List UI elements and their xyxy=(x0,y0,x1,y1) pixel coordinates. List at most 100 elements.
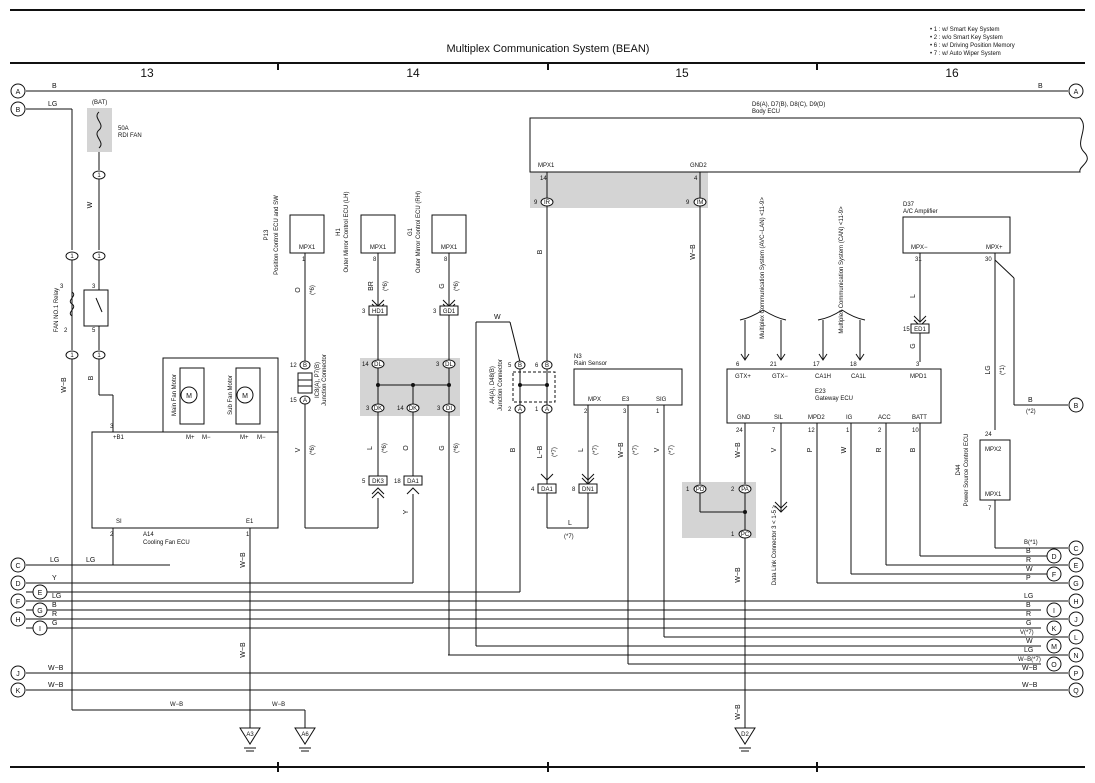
svg-text:18: 18 xyxy=(394,479,401,485)
svg-text:24: 24 xyxy=(985,432,992,438)
terminal-label: M xyxy=(1051,644,1057,651)
svg-text:W−B: W−B xyxy=(735,567,742,583)
note: • 7 : w/ Auto Wiper System xyxy=(930,51,1001,57)
wire-color-label: W−B xyxy=(1022,682,1038,689)
svg-text:17: 17 xyxy=(813,362,820,368)
wire-color-label: LG xyxy=(1024,647,1033,654)
svg-text:O: O xyxy=(403,445,410,451)
pin-label: CA1L xyxy=(851,374,867,380)
svg-text:3: 3 xyxy=(916,362,920,368)
wire-color-label: G xyxy=(52,620,57,627)
svg-text:14: 14 xyxy=(397,406,404,412)
svg-text:W−B: W−B xyxy=(618,442,625,458)
terminal-label: G xyxy=(37,608,42,615)
p13-code: P13 xyxy=(264,229,270,240)
svg-text:24: 24 xyxy=(736,428,743,434)
gateway-code: E23 xyxy=(815,389,826,395)
junction-name: Junction Connector xyxy=(498,359,504,411)
pin-label: GND2 xyxy=(690,163,707,169)
svg-text:12: 12 xyxy=(290,363,297,369)
pin-label: GTX+ xyxy=(735,374,751,380)
svg-text:4: 4 xyxy=(694,176,698,182)
mc-can-label: Multiplex Communication System (CAN) <11… xyxy=(839,206,845,334)
wire-color-label: R xyxy=(52,611,57,618)
svg-text:1: 1 xyxy=(246,532,250,538)
cooling-fan-ecu: 3 +B1 SI E1 A14 Cooling Fan ECU 2 1 W−B … xyxy=(91,424,279,728)
connector-label: DA1 xyxy=(407,479,419,485)
g1-code: G1 xyxy=(408,227,414,236)
connector-label: ED1 xyxy=(914,327,926,333)
connector-label: GD1 xyxy=(443,309,456,315)
pin-label: SIG xyxy=(656,397,667,403)
svg-text:8: 8 xyxy=(373,257,377,263)
svg-text:10: 10 xyxy=(912,428,919,434)
connector-label: DA1 xyxy=(541,487,553,493)
diagram-title: Multiplex Communication System (BEAN) xyxy=(447,43,650,55)
svg-text:B: B xyxy=(518,363,522,369)
pin-label: MPX1 xyxy=(370,245,387,251)
terminal-label: B xyxy=(1074,403,1079,410)
svg-text:15: 15 xyxy=(903,327,910,333)
svg-text:+B1: +B1 xyxy=(113,435,125,441)
pin-label: MPX1 xyxy=(299,245,316,251)
svg-text:9: 9 xyxy=(534,200,538,206)
mc-avc-label: Multiplex Communication System (AVC−LAN)… xyxy=(760,197,766,339)
svg-text:1: 1 xyxy=(70,353,74,359)
h1-name: Outer Mirror Control ECU (LH) xyxy=(344,191,350,272)
svg-text:PA: PA xyxy=(741,487,749,493)
svg-text:A: A xyxy=(518,407,522,413)
svg-text:W−B: W−B xyxy=(170,702,183,708)
svg-text:2: 2 xyxy=(584,409,588,415)
pin-label: MPD2 xyxy=(808,415,825,421)
section-number: 16 xyxy=(945,66,959,80)
svg-text:12: 12 xyxy=(808,428,815,434)
wire-labels: B B LG LG LG Y LG B R G W−B W−B W−B W−B … xyxy=(48,83,1043,689)
dlc3-label: Data Link Connector 3 < 1-5 > xyxy=(772,504,778,585)
ground-label: D2 xyxy=(741,732,749,738)
svg-text:1: 1 xyxy=(70,254,74,260)
svg-text:1: 1 xyxy=(535,407,539,413)
wire-color-label: LG xyxy=(50,557,59,564)
svg-text:M−: M− xyxy=(202,435,211,441)
svg-text:B: B xyxy=(510,447,517,452)
terminal-label: A xyxy=(16,89,21,96)
svg-text:B: B xyxy=(910,447,917,452)
terminal-label: L xyxy=(1074,635,1078,642)
junction-code: A4(A), D48(B) xyxy=(490,366,496,404)
terminal-label: C xyxy=(15,563,20,570)
svg-text:M: M xyxy=(242,393,248,400)
svg-text:W−B: W−B xyxy=(735,704,742,720)
terminal-label: D xyxy=(1051,554,1056,561)
svg-text:DL: DL xyxy=(445,362,453,368)
svg-text:14: 14 xyxy=(362,362,369,368)
svg-text:(*6): (*6) xyxy=(383,281,389,291)
svg-text:8: 8 xyxy=(572,487,576,493)
svg-text:L: L xyxy=(910,294,917,298)
terminal-label: A xyxy=(1074,89,1079,96)
terminal-label: E xyxy=(1074,563,1079,570)
svg-text:3: 3 xyxy=(362,309,366,315)
svg-text:A: A xyxy=(545,407,549,413)
cooling-ecu-name: Cooling Fan ECU xyxy=(143,540,190,546)
note: • 1 : w/ Smart Key System xyxy=(930,27,999,33)
main-fan-name: Main Fan Motor xyxy=(172,374,178,416)
pin-label: GND xyxy=(737,415,751,421)
svg-text:P: P xyxy=(807,447,814,452)
svg-text:W: W xyxy=(87,201,94,208)
svg-text:(*6): (*6) xyxy=(454,443,460,453)
terminal-label: F xyxy=(16,599,20,606)
outer-mirror-ecu-rh: MPX1 G1 Outer Mirror Control ECU (RH) 8 … xyxy=(408,191,467,360)
terminal-label: B xyxy=(16,107,21,114)
junction-dl-dk: DL 14 DL 3 DK 3 DK 14 DI 3 L (*6) O G (*… xyxy=(362,359,460,655)
svg-text:2: 2 xyxy=(731,487,735,493)
svg-text:3: 3 xyxy=(623,409,627,415)
svg-text:W−B: W−B xyxy=(272,702,285,708)
option-notes: • 1 : w/ Smart Key System • 2 : w/o Smar… xyxy=(930,27,1015,57)
svg-text:3: 3 xyxy=(437,406,441,412)
p13-name: Position Control ECU and SW xyxy=(274,195,280,275)
svg-text:(*7): (*7) xyxy=(564,534,574,540)
svg-text:B: B xyxy=(88,375,95,380)
terminal-label: C xyxy=(1073,546,1078,553)
terminal-label: E xyxy=(38,590,43,597)
